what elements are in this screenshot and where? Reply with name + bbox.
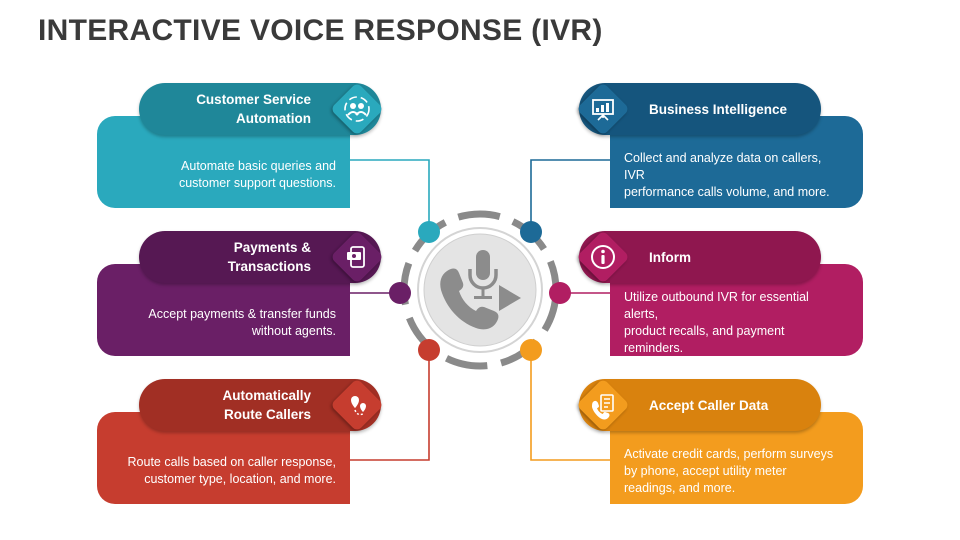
connector-customer-service bbox=[350, 159, 430, 232]
support-agents-icon bbox=[344, 96, 370, 122]
connector-business-intelligence bbox=[530, 159, 610, 232]
caller-data-description: Activate credit cards, perform surveys b… bbox=[624, 446, 834, 495]
dot-blue bbox=[520, 221, 542, 243]
route-pins-icon bbox=[351, 396, 366, 416]
phone-document-icon bbox=[592, 394, 614, 420]
info-icon bbox=[591, 245, 615, 269]
business-intelligence-description: Collect and analyze data on callers, IVR… bbox=[624, 150, 830, 199]
customer-service-description: Automate basic queries and customer supp… bbox=[178, 159, 336, 190]
dot-red bbox=[418, 339, 440, 361]
dot-magenta bbox=[549, 282, 571, 304]
dot-teal bbox=[418, 221, 440, 243]
connector-route-callers bbox=[350, 350, 430, 461]
dot-purple bbox=[389, 282, 411, 304]
payments-description: Accept payments & transfer funds without… bbox=[148, 307, 336, 338]
route-callers-title: Automatically Route Callers bbox=[222, 388, 311, 422]
customer-service-tab: Customer Service Automation bbox=[139, 83, 381, 135]
customer-service-title: Customer Service Automation bbox=[196, 92, 311, 126]
caller-data-title: Accept Caller Data bbox=[649, 397, 769, 413]
inform-title: Inform bbox=[649, 249, 691, 265]
mobile-payment-icon bbox=[347, 246, 365, 268]
connector-caller-data bbox=[530, 350, 610, 461]
hub-disc bbox=[423, 233, 537, 347]
ivr-hub bbox=[400, 210, 560, 370]
presentation-chart-icon bbox=[592, 99, 614, 121]
route-callers-description: Route calls based on caller response, cu… bbox=[127, 455, 336, 486]
business-intelligence-title: Business Intelligence bbox=[649, 101, 788, 117]
inform-description: Utilize outbound IVR for essential alert… bbox=[624, 290, 809, 355]
page-title: INTERACTIVE VOICE RESPONSE (IVR) bbox=[38, 14, 603, 47]
route-callers-tab: Automatically Route Callers bbox=[139, 379, 381, 431]
payments-title: Payments & Transactions bbox=[227, 240, 311, 274]
phone-microphone-play-icon bbox=[440, 250, 521, 330]
dot-orange bbox=[520, 339, 542, 361]
